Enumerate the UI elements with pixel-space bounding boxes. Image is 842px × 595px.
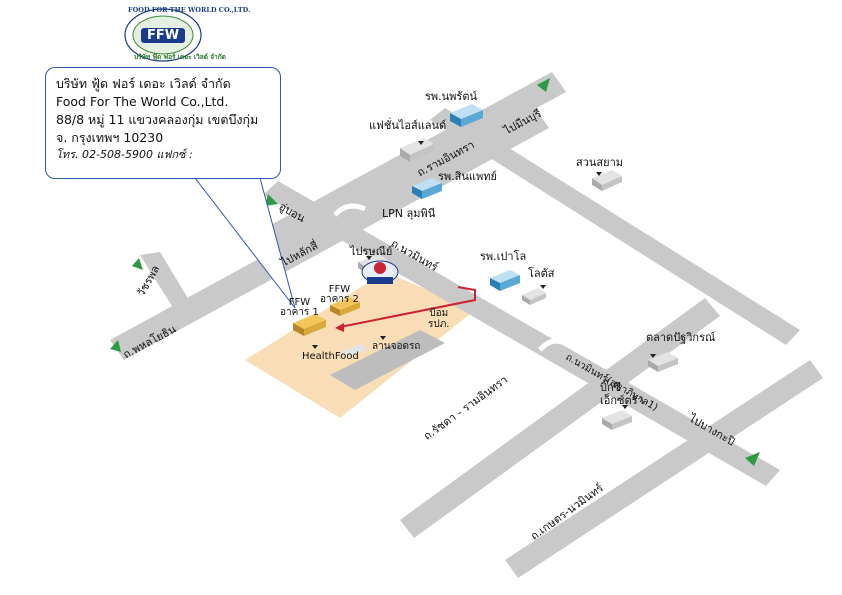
label-police-box: ป้อม รปภ. (428, 308, 450, 330)
logo-top-text: FOOD FOR THE WORLD CO.,LTD. (128, 6, 251, 14)
road-ratchada (400, 298, 720, 538)
company-address-2: จ. กรุงเทพฯ 10230 (56, 130, 164, 145)
pin-post-icon (366, 256, 372, 260)
label-lpn: LPN ลุมพินี (382, 207, 436, 220)
company-name-th: บริษัท ฟู้ด ฟอร์ เดอะ เวิลด์ จำกัด (56, 76, 231, 91)
star-farm-logo-icon (361, 260, 399, 284)
label-hospital-paolo: รพ.เปาโล (480, 250, 527, 263)
arrow-minburi-icon (537, 78, 550, 92)
label-ffw-building-2: FFW อาคาร 2 (320, 284, 359, 305)
roads (110, 72, 823, 578)
building-suan-siam (592, 170, 622, 191)
building-lotus (522, 288, 546, 305)
logo-bottom-text: บริษัท ฟู้ด ฟอร์ เดอะ เวิลด์ จำกัด (134, 53, 226, 61)
pin-fashion-icon (418, 141, 424, 145)
building-big-c (602, 410, 632, 430)
pin-siam-icon (596, 172, 602, 176)
company-info-box: บริษัท ฟู้ด ฟอร์ เดอะ เวิลด์ จำกัด Food … (45, 67, 281, 179)
ffw-building-2-icon (330, 297, 360, 316)
route-line (339, 286, 476, 328)
building-fashion-island (400, 138, 434, 162)
label-hospital-noppharat: รพ.นพรัตน์ (425, 90, 477, 103)
label-parking: ลานจอดรถ (372, 341, 421, 352)
bridge-u-bon (333, 203, 367, 217)
building-talat (648, 352, 678, 372)
building-health-food (340, 344, 368, 357)
road-nawamin (263, 181, 780, 486)
hospital-paolo-icon (490, 270, 520, 291)
road-phahonyothin (110, 108, 549, 360)
label-ffw-building-1: FFW อาคาร 1 (280, 297, 319, 318)
arrow-phahonyothin-icon (110, 340, 121, 352)
label-talat-pracha: ตลาดปัฐวิกรณ์ (646, 331, 716, 344)
parking-lot (330, 330, 445, 390)
logo-emblem-icon (124, 8, 202, 62)
road-vacharapol (140, 252, 200, 322)
company-logo: FFW FOOD FOR THE WORLD CO.,LTD. บริษัท ฟ… (108, 4, 250, 66)
label-big-c: บิ๊กซี เอ็กซ์ตร้า (600, 381, 644, 407)
arrow-bangkapi-icon (745, 452, 760, 466)
pin-healthfood-icon (312, 345, 318, 349)
pin-parking-icon (380, 336, 386, 340)
label-fashion-island: แฟชั่นไอส์แลนด์ (369, 119, 447, 132)
road-to-suan-siam (430, 108, 800, 345)
hospital-noppharat-icon (450, 104, 483, 127)
bridge-nawamin (538, 338, 568, 352)
label-lotus: โลตัส (528, 267, 555, 280)
label-health-food: HealthFood (302, 351, 359, 362)
arrow-vacharapol-icon (132, 258, 143, 270)
arrow-u-bon-icon (265, 194, 278, 206)
company-name-en: Food For The World Co.,Ltd. (56, 94, 229, 109)
company-phone: โทร. 02-508-5900 แฟกซ์ : (56, 148, 193, 161)
hospital-sinphaet-icon (412, 178, 442, 199)
road-ram-inthra (265, 72, 566, 248)
company-address-1: 88/8 หมู่ 11 แขวงคลองกุ่ม เขตบึงกุ่ม (56, 112, 259, 127)
logo-mark: FFW (146, 28, 180, 43)
road-kaset-nawamin (505, 360, 823, 578)
label-suan-siam: สวนสยาม (576, 156, 623, 169)
pin-lotus-icon (540, 285, 546, 289)
pin-talat-icon (650, 354, 656, 358)
label-hospital-sinphaet: รพ.สินแพทย์ (438, 170, 497, 183)
route-arrow-icon (335, 323, 344, 332)
pin-bigc-icon (622, 405, 628, 409)
label-post-office: ไปรษณีย์ (350, 245, 393, 258)
ffw-building-1-icon (293, 314, 326, 336)
